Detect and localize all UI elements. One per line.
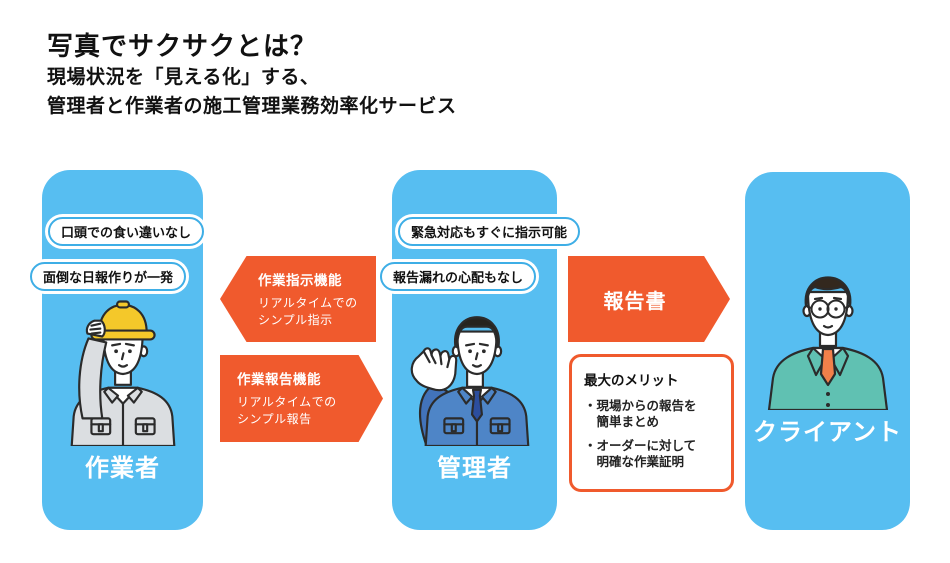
subtitle-line-1: 現場状況を「見える化」する、 [47, 67, 320, 88]
worker-label: 作業者 [85, 455, 160, 482]
worker-illustration [70, 300, 176, 446]
instruction-arrow-title: 作業指示機能 [258, 273, 342, 288]
merit-item-1-text: 現場からの報告を 簡単まとめ [596, 399, 697, 429]
merit-item-2: ・ オーダーに対して 明確な作業証明 [584, 438, 723, 470]
client-label: クライアント [752, 419, 903, 446]
instruction-arrow-left: 作業指示機能 リアルタイムでの シンプル指示 [220, 256, 376, 342]
bullet-glyph: ・ [584, 439, 597, 453]
manager-illustration [410, 316, 530, 446]
report-arrow-subtitle: リアルタイムでの シンプル報告 [237, 395, 337, 426]
client-illustration [767, 276, 889, 410]
manager-benefit-bubble-2: 報告漏れの心配もなし [380, 262, 537, 291]
instruction-arrow-subtitle: リアルタイムでの シンプル指示 [258, 296, 358, 327]
report-arrow-title: 作業報告機能 [237, 372, 321, 387]
merit-item-2-text: オーダーに対して 明確な作業証明 [596, 439, 697, 469]
client-card: クライアント [745, 172, 910, 530]
merit-box-title: 最大のメリット [584, 373, 679, 388]
page-title: 写真でサクサクとは？ [47, 31, 318, 61]
page-subtitle: 現場状況を「見える化」する、 管理者と作業者の施工管理業務効率化サービス [47, 63, 457, 121]
merit-box: 最大のメリット ・ 現場からの報告を 簡単まとめ ・ オーダーに対して 明確な作… [569, 354, 734, 492]
merit-item-1: ・ 現場からの報告を 簡単まとめ [584, 398, 723, 430]
report-document-arrow: 報告書 [568, 256, 730, 342]
bullet-glyph: ・ [584, 399, 597, 413]
report-arrow-right: 作業報告機能 リアルタイムでの シンプル報告 [220, 355, 383, 442]
manager-label: 管理者 [437, 455, 512, 482]
manager-benefit-bubble-1: 緊急対応もすぐに指示可能 [398, 217, 581, 246]
subtitle-line-2: 管理者と作業者の施工管理業務効率化サービス [47, 96, 457, 117]
worker-benefit-bubble-2: 面倒な日報作りが一発 [30, 262, 187, 291]
worker-benefit-bubble-1: 口頭での食い違いなし [48, 217, 205, 246]
